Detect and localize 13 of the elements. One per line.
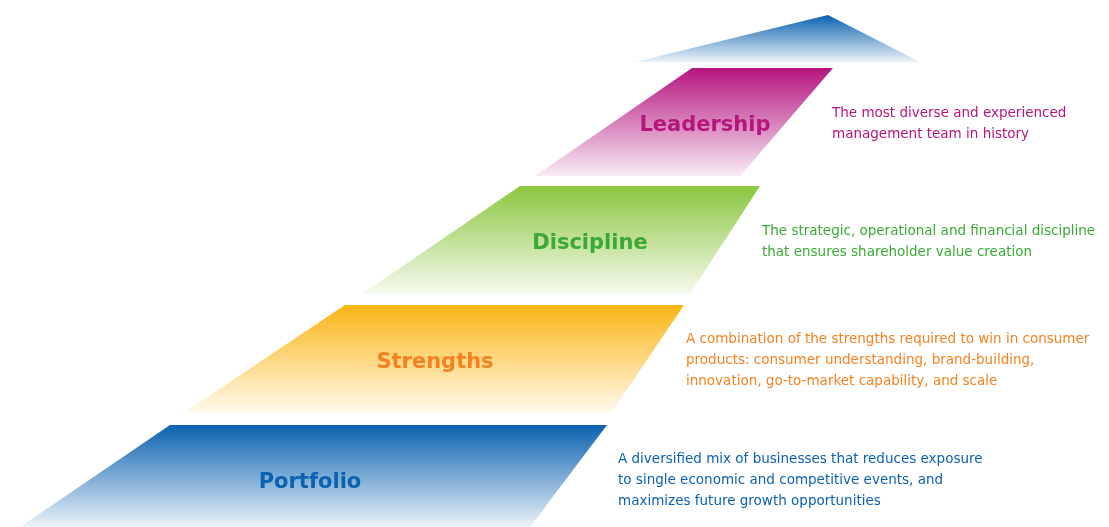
step-parallelogram — [635, 15, 920, 62]
step-label: Discipline — [532, 230, 648, 254]
description-text: The most diverse and experienced management team in history — [832, 103, 1068, 143]
step-label: Portfolio — [258, 469, 362, 493]
step-parallelogram — [20, 425, 607, 527]
description-text: A diversified mix of businesses that reduces exposure to single economic and competitive events, and maximizes future growth opportunities — [618, 449, 984, 510]
step-label: Leadership — [639, 112, 771, 136]
step-parallelogram — [185, 305, 684, 412]
step-parallelogram — [535, 68, 833, 176]
description-text: The strategic, operational and financial discipline that ensures shareholder value creation — [762, 221, 1097, 261]
step-parallelogram — [362, 186, 760, 294]
description-text: A combination of the strengths required to win in consumer products: consumer understanding, brand-building, innovation, go-to-market capability, and scale — [686, 329, 1091, 390]
step-label: Strengths — [376, 349, 494, 373]
